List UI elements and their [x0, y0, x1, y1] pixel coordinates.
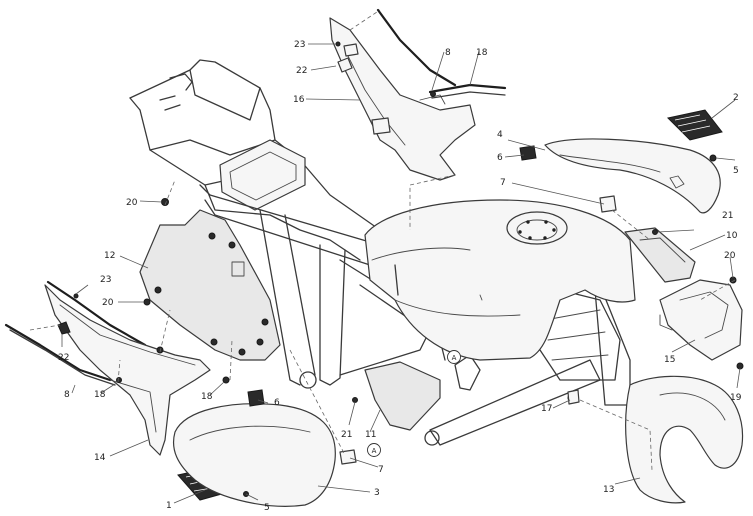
callout-20-upper: 20 [126, 198, 138, 208]
callout-20-left: 20 [102, 298, 114, 308]
callout-22-upper: 22 [296, 66, 307, 76]
tail-upper-piece [329, 8, 476, 181]
callout-7-upper: 7 [500, 178, 506, 188]
fuel-cap-ring [506, 211, 568, 245]
badge-decal-upper [666, 109, 723, 141]
callout-21-right: 21 [722, 211, 733, 221]
callout-4: 4 [497, 130, 503, 140]
callout-11: 11 [365, 430, 376, 440]
callout-19: 19 [730, 393, 742, 403]
callout-20-right: 20 [724, 251, 736, 261]
tail-side-trim [428, 83, 507, 99]
center-lower-cover [364, 361, 441, 431]
reference-label: A [372, 447, 377, 455]
fasteners [57, 41, 744, 497]
callout-23-upper: 23 [294, 40, 305, 50]
reference-marker-a-lower: A [367, 443, 381, 457]
fuel-tank [364, 199, 636, 361]
callout-10: 10 [726, 231, 738, 241]
callout-13: 13 [603, 485, 614, 495]
right-side-cover [625, 375, 744, 504]
callout-6-lower: 6 [274, 398, 280, 408]
callout-12: 12 [104, 251, 115, 261]
callout-2: 2 [733, 93, 739, 103]
callout-8-upper: 8 [445, 48, 451, 58]
callout-18-left: 18 [94, 390, 106, 400]
leader-lines [29, 9, 741, 504]
left-side-fairing [4, 280, 211, 456]
side-bracket-right [624, 227, 696, 283]
callout-7-lower: 7 [378, 465, 384, 475]
callout-6-upper: 6 [497, 153, 503, 163]
callout-22-lower: 22 [58, 353, 69, 363]
callout-18-mid: 18 [201, 392, 213, 402]
callout-8-lower: 8 [64, 390, 70, 400]
trellis-frame [129, 59, 631, 446]
callout-3: 3 [374, 488, 380, 498]
callout-18-top: 18 [476, 48, 488, 58]
tail-mount-bracket [371, 117, 391, 135]
callout-23-lower: 23 [100, 275, 111, 285]
callout-17: 17 [541, 404, 552, 414]
battery-tray [219, 139, 306, 211]
callout-21-lower: 21 [341, 430, 352, 440]
callout-5-lower: 5 [264, 503, 270, 513]
upper-cover-right [544, 138, 721, 214]
underseat-panel [139, 209, 281, 361]
reference-marker-a-upper: A [447, 350, 461, 364]
callout-14: 14 [94, 453, 106, 463]
mount-bracket-15 [659, 279, 743, 361]
callout-5-upper: 5 [733, 166, 739, 176]
callout-16: 16 [293, 95, 305, 105]
reference-label: A [452, 354, 457, 362]
callout-labels: 1 2 3 4 5 5 6 6 7 7 8 8 10 11 12 13 14 1… [58, 40, 742, 513]
callout-1: 1 [166, 501, 172, 511]
callout-15: 15 [664, 355, 675, 365]
